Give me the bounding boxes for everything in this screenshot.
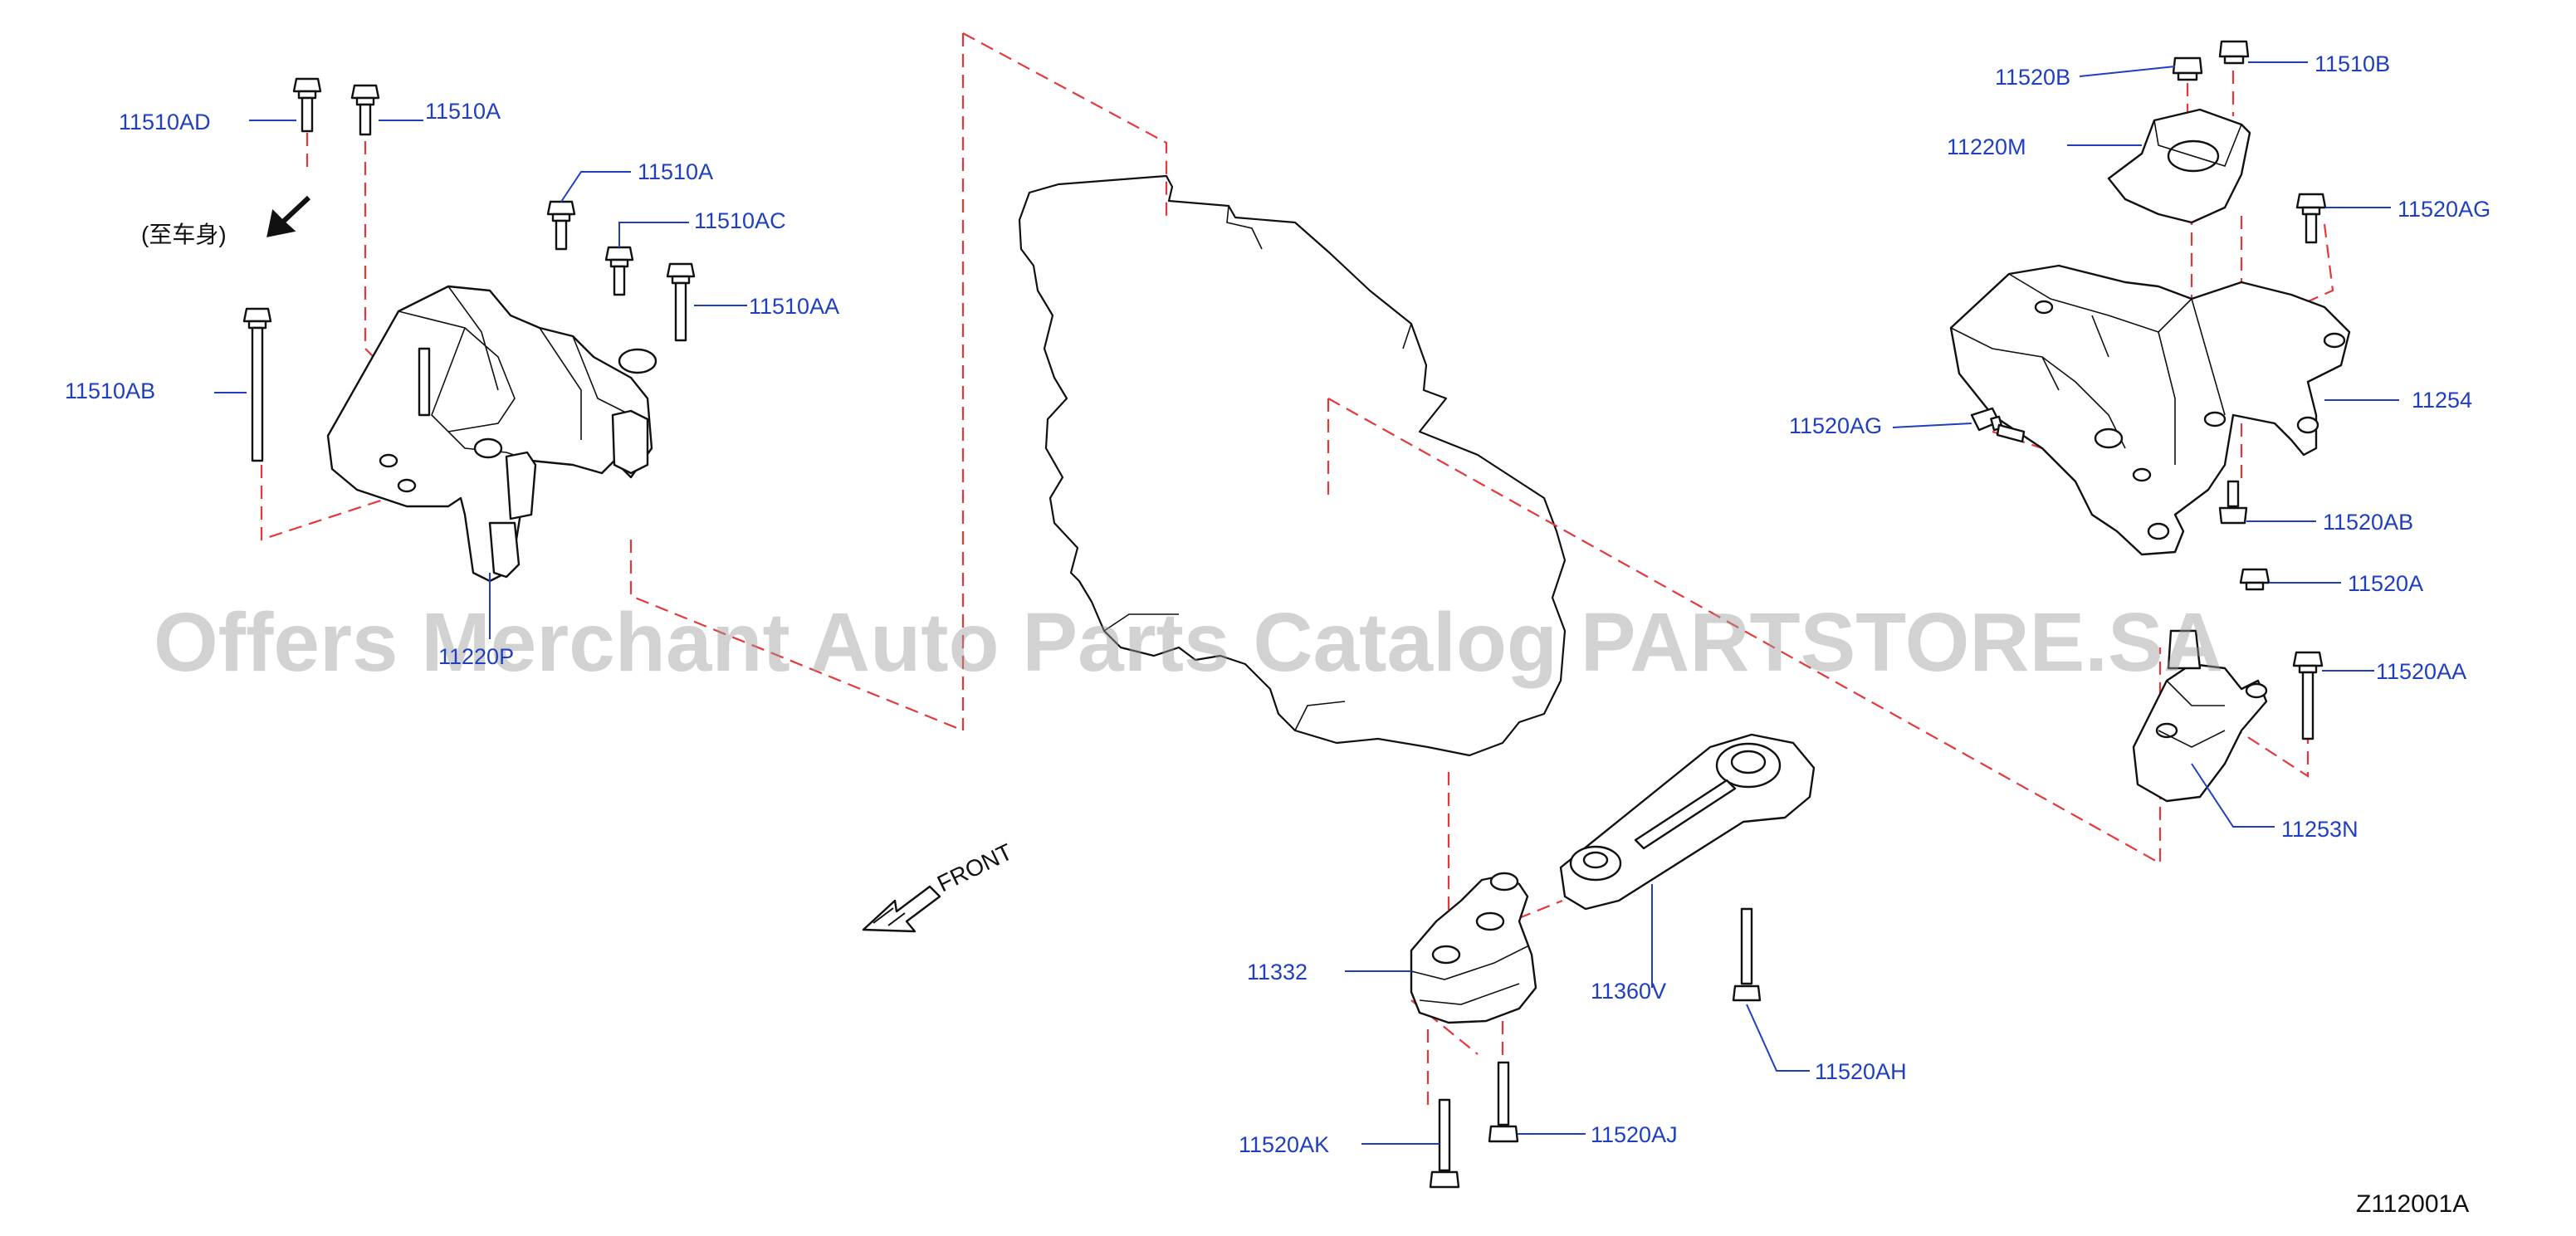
bolt-11520b-icon — [2172, 56, 2203, 81]
label-11220m: 11220M — [1947, 134, 2026, 159]
label-11520ag-side: 11520AG — [1789, 413, 1882, 438]
bolt-11520ag-side-icon — [1970, 407, 2026, 443]
left-engine-mount — [326, 285, 657, 583]
label-11510ac: 11510AC — [694, 208, 786, 233]
diagram-code: Z112001A — [2356, 1190, 2469, 1218]
bolt-11520ab-icon — [2218, 480, 2248, 525]
label-11510aa: 11510AA — [749, 294, 839, 319]
bolt-11510a-mid-icon — [546, 200, 576, 251]
label-11254: 11254 — [2412, 388, 2472, 413]
label-11510a-mid: 11510A — [638, 159, 713, 184]
bolt-11510ac-icon — [604, 246, 634, 296]
front-label: FRONT — [933, 838, 1016, 896]
label-11520ab: 11520AB — [2323, 510, 2413, 535]
engine-block-outline — [1018, 174, 1567, 757]
label-11510a-top: 11510A — [425, 99, 501, 124]
label-11520ah: 11520AH — [1815, 1059, 1907, 1084]
bolt-11510ad-icon — [292, 77, 322, 133]
bolt-11520aj-icon — [1488, 1061, 1519, 1143]
bolt-11520ag-top-icon — [2295, 193, 2327, 244]
bolt-11520a-icon — [2239, 568, 2270, 591]
insulator-11220m — [2107, 108, 2251, 224]
bolt-11510b-icon — [2218, 40, 2250, 65]
torque-rod-11360v — [1559, 733, 1816, 911]
label-11510b: 11510B — [2314, 51, 2390, 76]
bolt-11510a-top-icon — [350, 84, 380, 136]
label-11520ak: 11520AK — [1239, 1132, 1329, 1157]
label-11332: 11332 — [1247, 960, 1308, 984]
label-11520b: 11520B — [1995, 65, 2070, 90]
bolt-11510ab-icon — [242, 307, 272, 462]
bolt-11510aa-icon — [666, 262, 696, 342]
bolt-11520ah-icon — [1732, 907, 1762, 1002]
text-layer: Offers Merchant Auto Parts Catalog PARTS… — [65, 51, 2490, 1218]
bracket-11253n — [2132, 629, 2268, 803]
bracket-11254 — [1949, 264, 2351, 556]
label-11253n: 11253N — [2281, 817, 2358, 842]
label-11510ab: 11510AB — [65, 379, 155, 403]
label-11360v: 11360V — [1591, 979, 1666, 1004]
leader-lines — [214, 61, 2399, 1145]
watermark-text: Offers Merchant Auto Parts Catalog PARTS… — [154, 596, 2223, 689]
label-11520ag-top: 11520AG — [2398, 197, 2490, 222]
bolt-11520ak-icon — [1429, 1098, 1460, 1189]
front-arrow-icon — [862, 885, 941, 933]
label-11520aj: 11520AJ — [1591, 1122, 1678, 1147]
to-body-note: (至车身) — [141, 222, 227, 247]
label-11510ad: 11510AD — [119, 110, 211, 134]
to-body-arrow-icon — [266, 195, 311, 237]
bolt-11520aa-icon — [2292, 651, 2324, 740]
label-11520aa: 11520AA — [2376, 659, 2466, 684]
bracket-11332 — [1410, 872, 1537, 1024]
label-11220p: 11220P — [438, 644, 514, 669]
label-11520a: 11520A — [2348, 571, 2423, 596]
